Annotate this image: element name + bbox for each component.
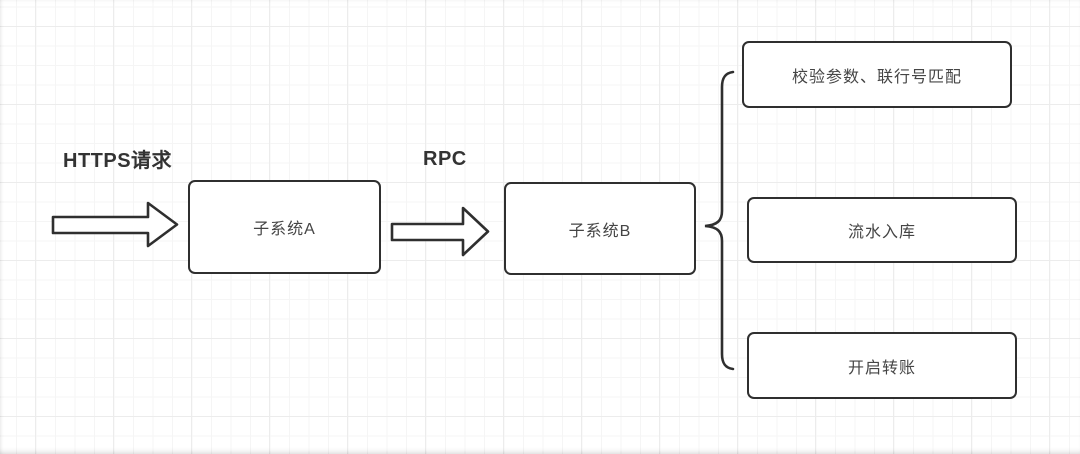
node-task-validate-label: 校验参数、联行号匹配 xyxy=(791,68,962,86)
node-subsystem-a: 子系统A xyxy=(188,180,381,274)
node-subsystem-b: 子系统B xyxy=(504,182,696,275)
node-task-transfer-label: 开启转账 xyxy=(847,359,916,377)
node-task-transfer: 开启转账 xyxy=(747,332,1017,399)
https-block-arrow-icon xyxy=(51,201,179,248)
node-subsystem-a-label: 子系统A xyxy=(253,221,316,238)
node-task-store-label: 流水入库 xyxy=(847,224,916,241)
node-task-store: 流水入库 xyxy=(747,197,1017,263)
node-subsystem-b-label: 子系统B xyxy=(568,222,632,240)
https-request-label: HTTPS请求 xyxy=(63,150,173,172)
node-task-validate: 校验参数、联行号匹配 xyxy=(742,41,1012,108)
curly-brace-icon xyxy=(704,70,735,371)
rpc-block-arrow-icon xyxy=(390,206,490,257)
rpc-label: RPC xyxy=(423,148,467,170)
